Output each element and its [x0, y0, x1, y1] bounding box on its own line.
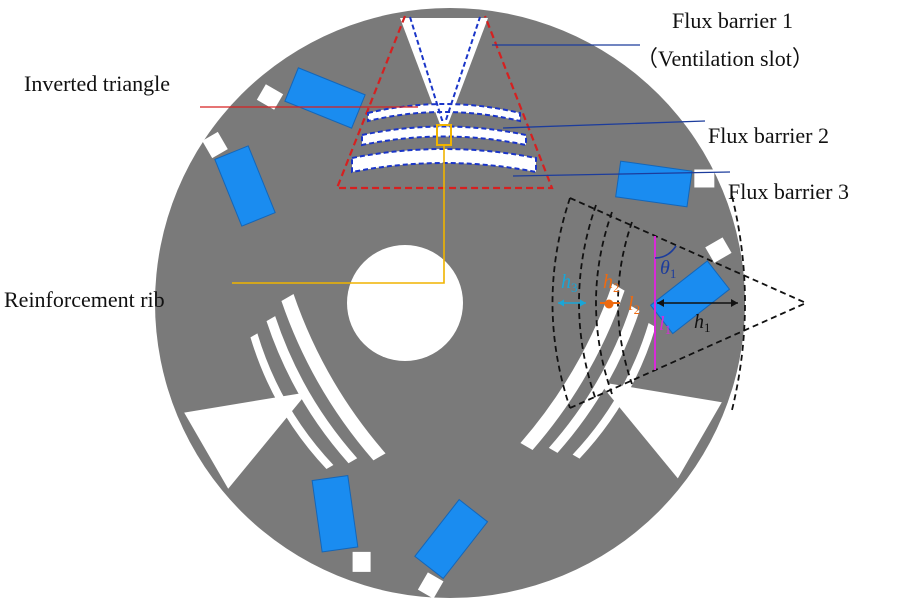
- h2-marker: [604, 299, 614, 309]
- leader-flux-barrier-3: [512, 171, 731, 177]
- symbol-theta1: θ1: [660, 257, 676, 281]
- symbol-h1: h1: [694, 311, 711, 335]
- label-flux-barrier-2: Flux barrier 2: [708, 123, 829, 148]
- magnet-group: [214, 67, 772, 601]
- rib-leader-line: [232, 145, 445, 284]
- flux-barrier-outlines: [351, 16, 537, 174]
- label-inverted-triangle: Inverted triangle: [24, 71, 170, 96]
- leader-flux-barrier-2: [502, 120, 706, 129]
- symbol-l1: l1: [659, 313, 671, 337]
- symbol-l2: l2: [628, 293, 640, 317]
- label-ventilation-slot: （Ventilation slot）: [636, 46, 814, 71]
- magnet: [284, 67, 366, 129]
- symbol-h2: h2: [603, 271, 620, 295]
- h3-arrowheads: [558, 299, 586, 307]
- magnet: [214, 145, 276, 227]
- label-reinforcement-rib: Reinforcement rib: [4, 287, 165, 312]
- label-flux-barrier-3: Flux barrier 3: [728, 179, 849, 204]
- label-flux-barrier-1: Flux barrier 1: [672, 8, 793, 33]
- theta1-arc: [654, 245, 677, 259]
- symbol-h3: h3: [561, 271, 578, 295]
